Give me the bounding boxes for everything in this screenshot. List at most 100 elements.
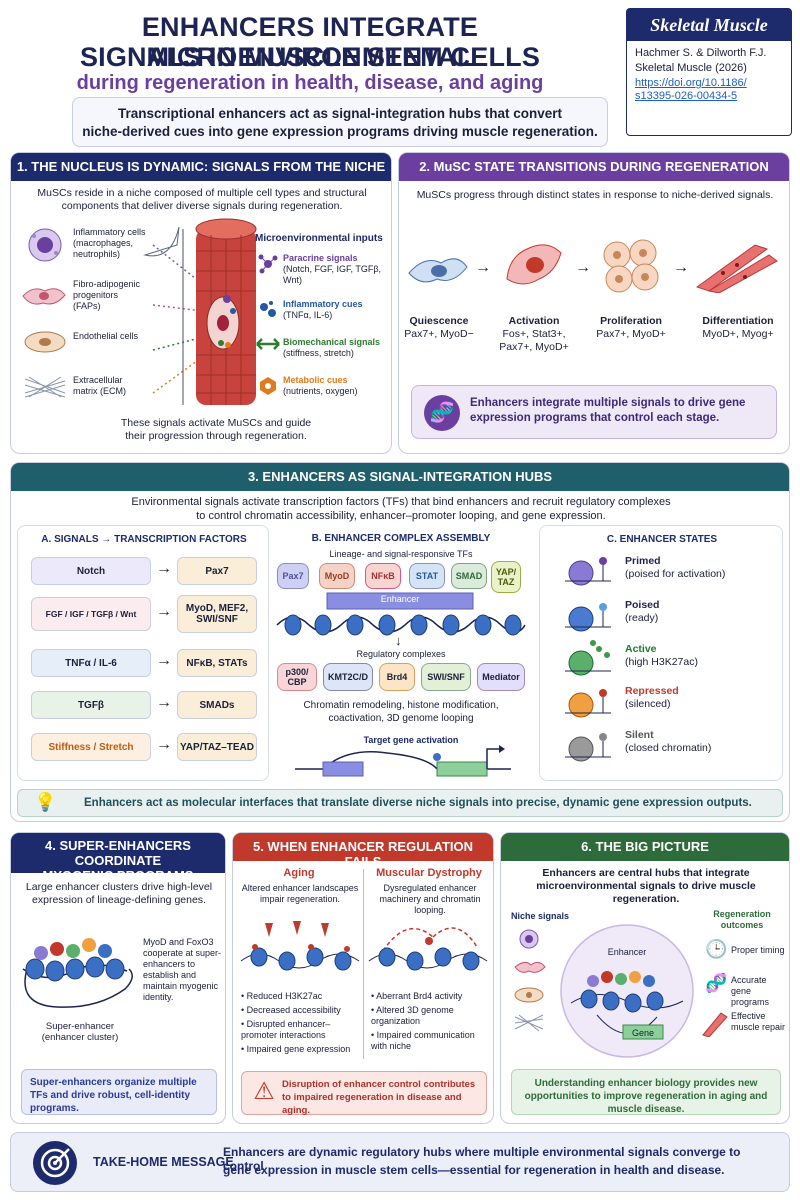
b-tf-smad: SMAD bbox=[451, 563, 487, 589]
lightbulb-icon: 💡 bbox=[34, 792, 57, 812]
b-reg-label: Regulatory complexes bbox=[356, 649, 446, 659]
enhancer-state-silent: Silent(closed chromatin) bbox=[625, 729, 712, 754]
activated-cell-icon bbox=[506, 244, 562, 285]
enhancer-state-poised: Poised(ready) bbox=[625, 599, 660, 624]
poised-enhancer-icon bbox=[565, 603, 611, 632]
doi-link-line2[interactable]: s13395-026-00434-5 bbox=[635, 90, 738, 102]
signal-notch: Notch bbox=[31, 557, 151, 585]
aging-title: Aging bbox=[283, 867, 315, 879]
takehome-label: TAKE-HOME MESSAGE bbox=[93, 1155, 234, 1169]
tf-myod: MyoD, MEF2, SWI/SNF bbox=[177, 595, 257, 633]
input-inflammatory: Inflammatory cues(TNFα, IL-6) bbox=[283, 299, 363, 320]
signal-fgf: FGF / IGF / TGFβ / Wnt bbox=[31, 597, 151, 631]
doi-link-line1[interactable]: https://doi.org/10.1186/ bbox=[635, 77, 747, 89]
inputs-title: Microenvironmental inputs bbox=[255, 233, 383, 244]
input-paracrine: Paracrine signals(Notch, FGF, IGF, TGFβ,… bbox=[283, 253, 382, 285]
arrow-a2: → bbox=[156, 603, 172, 620]
panel-c-title: C. ENHANCER STATES bbox=[606, 534, 718, 545]
b-tf-label: Lineage- and signal-responsive TFs bbox=[329, 549, 473, 559]
section3-callout: 💡 Enhancers act as molecular interfaces … bbox=[17, 789, 783, 817]
section6-desc: Enhancers are central hubs that integrat… bbox=[536, 867, 756, 905]
section4-desc: Large enhancer clusters drive high-level… bbox=[25, 881, 213, 906]
proliferating-cells-icon bbox=[603, 239, 659, 293]
signal-tnf: TNFα / IL-6 bbox=[31, 649, 151, 677]
quiescent-cell-icon bbox=[408, 258, 468, 283]
outcomes-label: Regeneration outcomes bbox=[713, 909, 771, 930]
b-tf-yap: YAP/ TAZ bbox=[491, 561, 521, 593]
section3-header: 3. ENHANCERS AS SIGNAL-INTEGRATION HUBS bbox=[11, 463, 789, 491]
section5-callout: ⚠ Disruption of enhancer control contrib… bbox=[241, 1071, 487, 1116]
section2-callout-text: Enhancers integrate multiple signals to … bbox=[470, 397, 746, 424]
md-bullet: • Altered 3D genome organization bbox=[371, 1005, 454, 1026]
section5-header: 5. WHEN ENHANCER REGULATION FAILS bbox=[233, 833, 493, 869]
md-bullets: • Aberrant Brd4 activity • Altered 3D ge… bbox=[371, 991, 491, 1055]
signal-tgfb: TGFβ bbox=[31, 691, 151, 719]
arrow-a3: → bbox=[156, 652, 172, 669]
aging-bullet: • Reduced H3K27ac bbox=[241, 991, 323, 1001]
tf-yap: YAP/TAZ–TEAD bbox=[177, 733, 257, 761]
warning-icon: ⚠ bbox=[253, 1078, 275, 1105]
niche-icons-column bbox=[514, 929, 546, 1032]
panel-b-title: B. ENHANCER COMPLEX ASSEMBLY bbox=[311, 533, 491, 544]
input-metabolic: Metabolic cues(nutrients, oxygen) bbox=[283, 375, 358, 396]
aging-bullet: • Impaired gene expression bbox=[241, 1044, 351, 1054]
section6-header: 6. THE BIG PICTURE bbox=[501, 833, 789, 861]
intro-box: Transcriptional enhancers act as signal-… bbox=[72, 97, 608, 147]
section1-footer: These signals activate MuSCs and guide t… bbox=[120, 417, 312, 442]
arrow-3: → bbox=[673, 259, 689, 276]
b-target-label: Target gene activation bbox=[363, 735, 459, 745]
dystrophy-chromatin-icon bbox=[368, 927, 488, 971]
citation-box: Skeletal Muscle Hachmer S. & Dilworth F.… bbox=[626, 8, 792, 136]
section1-header: 1. THE NUCLEUS IS DYNAMIC: SIGNALS FROM … bbox=[11, 153, 391, 181]
super-enhancer-diagram bbox=[22, 938, 133, 1008]
section4-callout: Super-enhancers organize multiple TFs an… bbox=[21, 1069, 217, 1115]
tf-smads: SMADs bbox=[177, 691, 257, 719]
target-icon bbox=[33, 1141, 77, 1185]
section2-callout: 🧬 Enhancers integrate multiple signals t… bbox=[411, 385, 777, 439]
takehome-line2: gene expression in muscle stem cells—ess… bbox=[223, 1163, 725, 1177]
muscle-repair-icon bbox=[702, 1012, 728, 1037]
intro-line1: Transcriptional enhancers act as signal-… bbox=[117, 106, 563, 121]
aging-chromatin-icon bbox=[240, 921, 360, 971]
active-enhancer-icon bbox=[565, 640, 611, 676]
aging-bullet: • Decreased accessibility bbox=[241, 1005, 341, 1015]
b-reg-kmt2: KMT2C/D bbox=[323, 663, 373, 691]
arrow-1: → bbox=[475, 259, 491, 276]
section3-callout-text: Enhancers act as molecular interfaces th… bbox=[84, 797, 752, 809]
metabolic-icon bbox=[260, 377, 276, 395]
enhancer-chromatin-diagram bbox=[276, 592, 526, 636]
tf-nfkb: NFκB, STATs bbox=[177, 649, 257, 677]
arrow-a4: → bbox=[156, 694, 172, 711]
endothelial-cell-icon bbox=[24, 331, 66, 353]
tf-pax7: Pax7 bbox=[177, 557, 257, 585]
section1-panel: 1. THE NUCLEUS IS DYNAMIC: SIGNALS FROM … bbox=[10, 152, 392, 454]
section3-desc-line2: to control chromatin accessibility, enha… bbox=[196, 510, 606, 522]
citation-authors: Hachmer S. & Dilworth F.J. bbox=[635, 47, 767, 59]
b-remodel-text: Chromatin remodeling, histone modificati… bbox=[303, 700, 499, 724]
citation-journal-year: Skeletal Muscle (2026) bbox=[635, 62, 747, 74]
b-enhancer-label: Enhancer bbox=[380, 594, 420, 604]
inflammatory-cue-icon bbox=[260, 301, 276, 317]
fap-cell-icon bbox=[22, 288, 66, 305]
paracrine-icon bbox=[258, 254, 278, 274]
section2-header: 2. MuSC STATE TRANSITIONS DURING REGENER… bbox=[399, 153, 789, 181]
arrow-a5: → bbox=[156, 736, 172, 753]
outcome-programs: Accurate gene programs bbox=[731, 975, 770, 1007]
journal-banner: Skeletal Muscle bbox=[627, 9, 791, 41]
md-bullet: • Impaired communication with niche bbox=[371, 1030, 475, 1051]
clock-icon: 🕒 bbox=[705, 939, 728, 959]
takehome-line1: Enhancers are dynamic regulatory hubs wh… bbox=[223, 1145, 741, 1173]
enhancer-state-active: Active(high H3K27ac) bbox=[625, 643, 698, 668]
b-tf-pax7: Pax7 bbox=[277, 563, 309, 589]
hub-enhancer-label: Enhancer bbox=[607, 947, 647, 957]
niche-cell-endothelial: Endothelial cells bbox=[73, 331, 139, 341]
ecm-icon bbox=[24, 376, 66, 398]
divider bbox=[363, 869, 364, 1059]
silent-enhancer-icon bbox=[565, 733, 611, 762]
panel-a: A. SIGNALS → TRANSCRIPTION FACTORS bbox=[17, 525, 269, 781]
section5-panel: 5. WHEN ENHANCER REGULATION FAILS Aging … bbox=[232, 832, 494, 1124]
b-tf-stat: STAT bbox=[409, 563, 445, 589]
hub-gene-label: Gene bbox=[631, 1028, 655, 1038]
